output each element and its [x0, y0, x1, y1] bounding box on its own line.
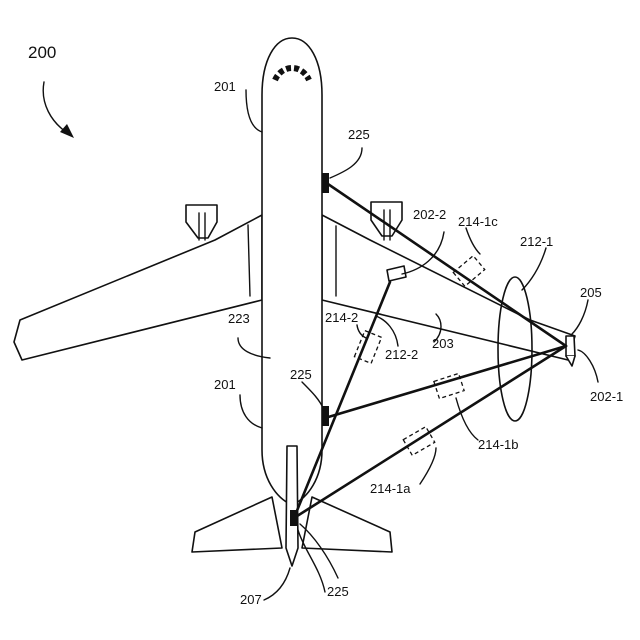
label-212-2: 212-2	[385, 347, 418, 362]
label-225-mid: 225	[290, 367, 312, 382]
label-202-1: 202-1	[590, 389, 623, 404]
label-225-tail: 225	[327, 584, 349, 599]
camera-202-1	[566, 336, 575, 366]
label-223: 223	[228, 311, 250, 326]
fuselage	[262, 38, 322, 505]
label-214-2: 214-2	[325, 310, 358, 325]
label-201-top: 201	[214, 79, 236, 94]
left-wing	[14, 215, 262, 360]
label-203: 203	[432, 336, 454, 351]
right-engine	[371, 202, 402, 240]
label-214-1a: 214-1a	[370, 481, 411, 496]
label-201-bottom: 201	[214, 377, 236, 392]
label-205: 205	[580, 285, 602, 300]
label-202-2: 202-2	[413, 207, 446, 222]
label-200: 200	[28, 43, 56, 62]
label-207: 207	[240, 592, 262, 607]
vertical-tail	[286, 446, 298, 566]
label-225-top: 225	[348, 127, 370, 142]
label-212-1: 212-1	[520, 234, 553, 249]
label-214-1b: 214-1b	[478, 437, 518, 452]
label-214-1c: 214-1c	[458, 214, 498, 229]
left-engine	[186, 205, 217, 240]
